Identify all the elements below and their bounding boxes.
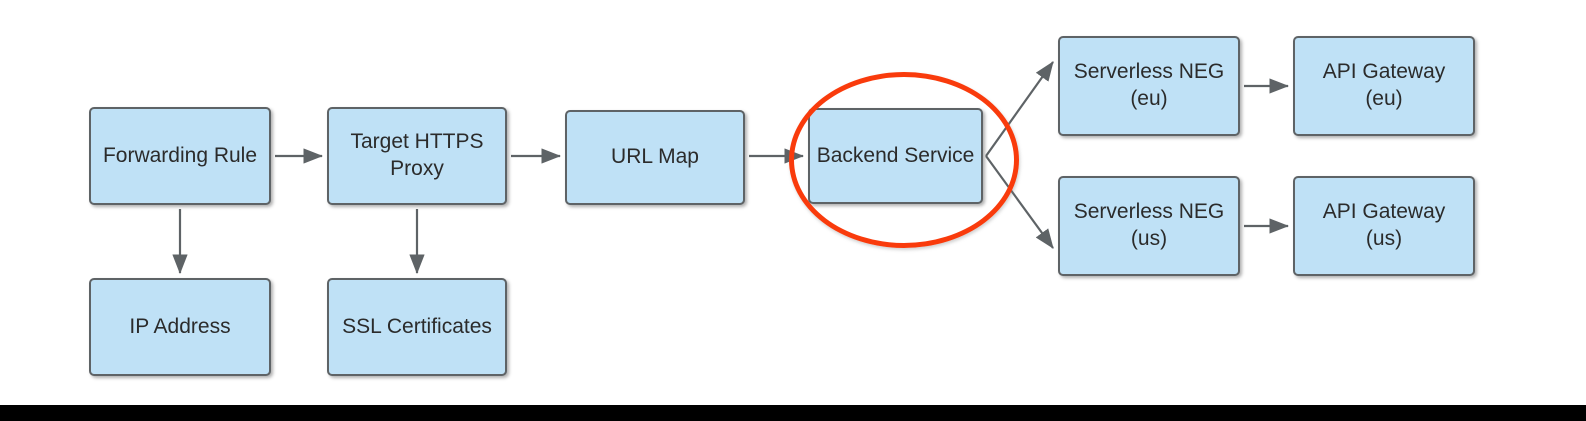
bottom-black-bar	[0, 405, 1586, 421]
node-forwarding-rule[interactable]: Forwarding Rule	[89, 107, 271, 205]
node-api-gateway-eu[interactable]: API Gateway (eu)	[1293, 36, 1475, 136]
node-serverless-neg-eu[interactable]: Serverless NEG (eu)	[1058, 36, 1240, 136]
node-serverless-neg-us[interactable]: Serverless NEG (us)	[1058, 176, 1240, 276]
backend-service-highlight-ellipse	[789, 72, 1019, 248]
node-ip-address[interactable]: IP Address	[89, 278, 271, 376]
node-ssl-certificates[interactable]: SSL Certificates	[327, 278, 507, 376]
node-api-gateway-us[interactable]: API Gateway (us)	[1293, 176, 1475, 276]
node-target-https-proxy[interactable]: Target HTTPS Proxy	[327, 107, 507, 205]
node-url-map[interactable]: URL Map	[565, 110, 745, 205]
